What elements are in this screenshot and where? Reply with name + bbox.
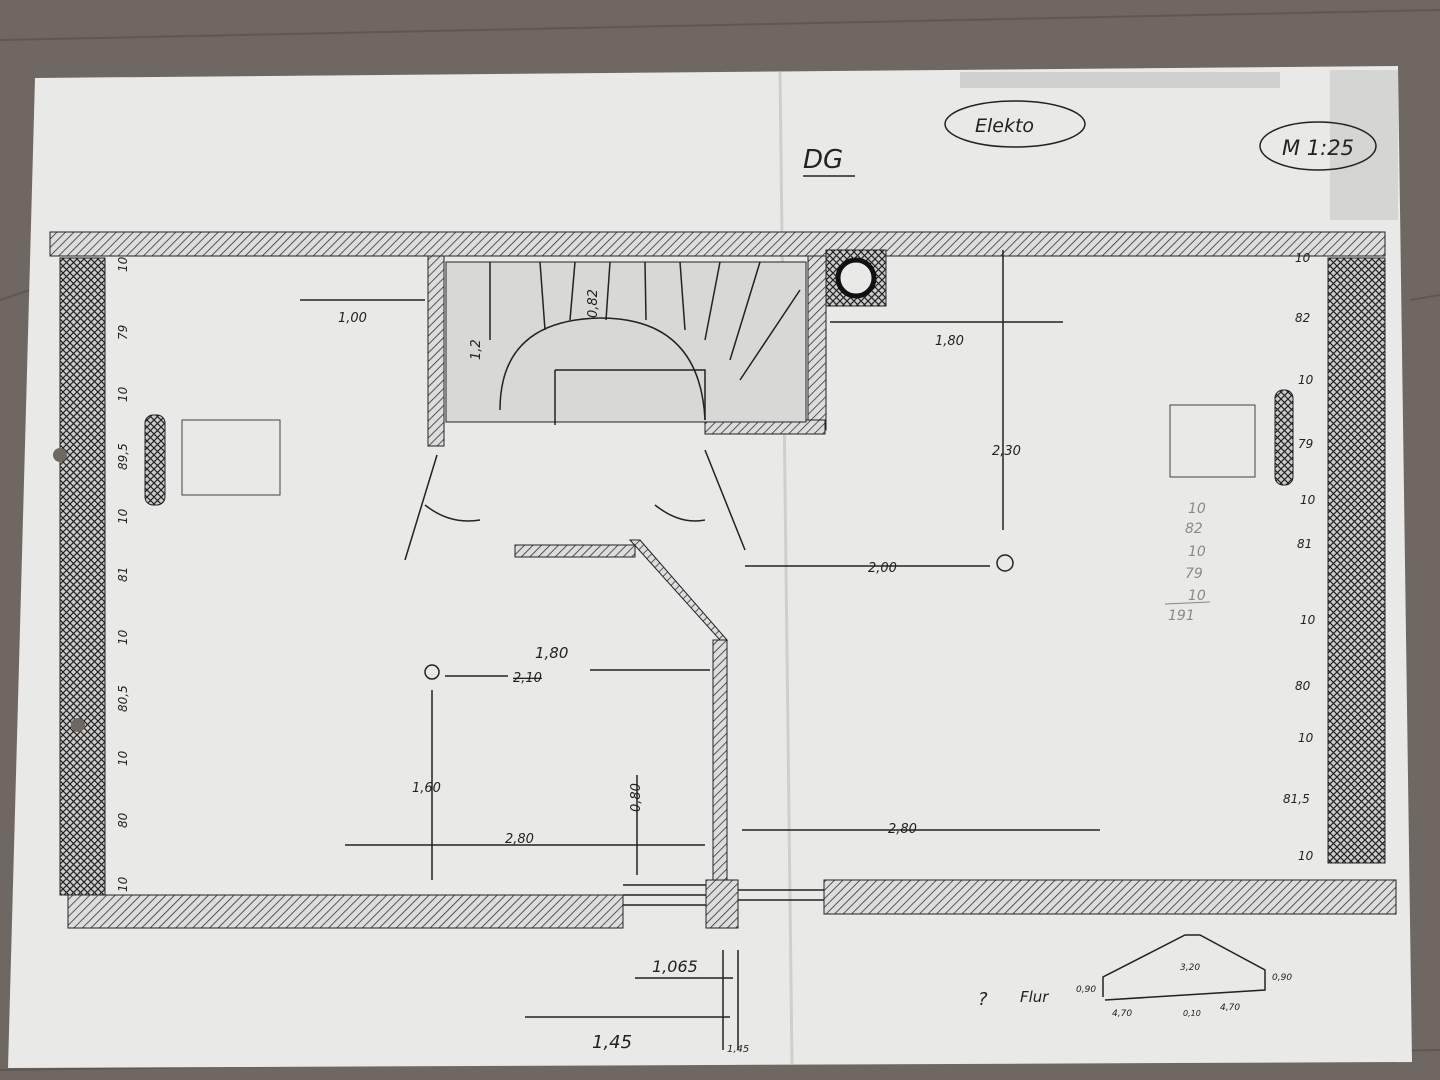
svg-text:79: 79 <box>1298 437 1313 451</box>
redacted-header <box>960 72 1280 88</box>
svg-text:3,20: 3,20 <box>1180 963 1200 973</box>
svg-text:10: 10 <box>1298 373 1314 387</box>
dim-center-vertical: 0,80 <box>629 783 644 812</box>
dim-right-vertical: 2,30 <box>992 444 1021 459</box>
walls <box>49 231 1397 929</box>
dim-center-new: 1,80 <box>535 644 568 662</box>
radiators <box>144 389 1294 506</box>
svg-text:81: 81 <box>1297 537 1312 551</box>
svg-text:81,5: 81,5 <box>1283 792 1310 806</box>
svg-text:10: 10 <box>116 750 130 766</box>
svg-text:89,5: 89,5 <box>116 443 130 470</box>
wood-background <box>0 9 1440 1071</box>
dim-bottom-right: 2,80 <box>888 822 917 837</box>
dim-center-old: 2,10 <box>513 671 542 686</box>
svg-text:10: 10 <box>116 256 130 272</box>
svg-text:10: 10 <box>1298 731 1314 745</box>
dim-left-vertical: 1,60 <box>412 781 441 796</box>
svg-text:10: 10 <box>1295 251 1311 265</box>
svg-text:1,45: 1,45 <box>592 1032 632 1053</box>
flur-profile-sketch: ? Flur 0,90 3,20 0,90 4,70 0,10 4,70 <box>978 934 1292 1019</box>
svg-text:191: 191 <box>1168 608 1195 624</box>
svg-text:10: 10 <box>1188 544 1206 560</box>
svg-text:4,70: 4,70 <box>1220 1003 1240 1013</box>
floor-label: DG <box>803 145 843 175</box>
binder-holes <box>53 448 85 732</box>
scale-label: M 1:25 <box>1282 136 1354 160</box>
svg-text:81: 81 <box>116 567 130 582</box>
svg-text:?: ? <box>978 989 988 1010</box>
svg-text:10: 10 <box>1300 613 1316 627</box>
dim-left-top: 1,00 <box>338 311 367 326</box>
svg-text:10: 10 <box>116 508 130 524</box>
bottom-dimension-sketch: 1,065 1,45 1,45 <box>525 950 749 1055</box>
svg-text:1,45: 1,45 <box>727 1044 749 1055</box>
svg-text:10: 10 <box>116 629 130 645</box>
dim-right-top: 1,80 <box>935 334 964 349</box>
svg-text:0,90: 0,90 <box>1076 985 1096 995</box>
svg-text:10: 10 <box>1188 501 1206 517</box>
door-opening <box>623 884 824 906</box>
svg-text:10: 10 <box>116 386 130 402</box>
pencil-sum: 10 82 10 79 10 191 <box>1164 501 1211 624</box>
svg-text:0,10: 0,10 <box>1183 1009 1201 1018</box>
svg-text:1,065: 1,065 <box>652 957 698 976</box>
svg-text:10: 10 <box>1188 588 1206 604</box>
svg-text:4,70: 4,70 <box>1112 1009 1132 1019</box>
svg-text:10: 10 <box>116 876 130 892</box>
svg-text:0,90: 0,90 <box>1272 973 1292 983</box>
svg-text:82: 82 <box>1185 521 1203 537</box>
dimension-lines <box>300 250 1100 880</box>
dim-bottom-left: 2,80 <box>505 832 534 847</box>
svg-text:79: 79 <box>1185 566 1203 582</box>
chimney <box>825 249 887 307</box>
svg-text:10: 10 <box>1300 493 1316 507</box>
left-wall-dimensions: 10 79 10 89,5 10 81 10 80,5 10 80 10 <box>116 256 130 892</box>
svg-text:Flur: Flur <box>1020 988 1049 1006</box>
svg-text:80: 80 <box>1295 679 1311 693</box>
staircase <box>445 261 807 425</box>
paper-sheet <box>8 66 1412 1068</box>
stair-width: 0,82 <box>586 289 601 318</box>
svg-text:80,5: 80,5 <box>116 685 130 712</box>
scan-shading <box>1330 70 1398 220</box>
stair-number: 1,2 <box>469 339 484 360</box>
svg-text:82: 82 <box>1295 311 1310 325</box>
dim-right-middle: 2,00 <box>868 561 897 576</box>
category-label: Elekto <box>975 115 1034 137</box>
svg-text:79: 79 <box>116 325 130 340</box>
door-swings <box>404 449 746 561</box>
svg-text:80: 80 <box>116 812 130 828</box>
right-wall-dimensions: 10 82 10 79 10 81 10 80 10 81,5 10 <box>1283 251 1316 863</box>
svg-text:10: 10 <box>1298 849 1314 863</box>
